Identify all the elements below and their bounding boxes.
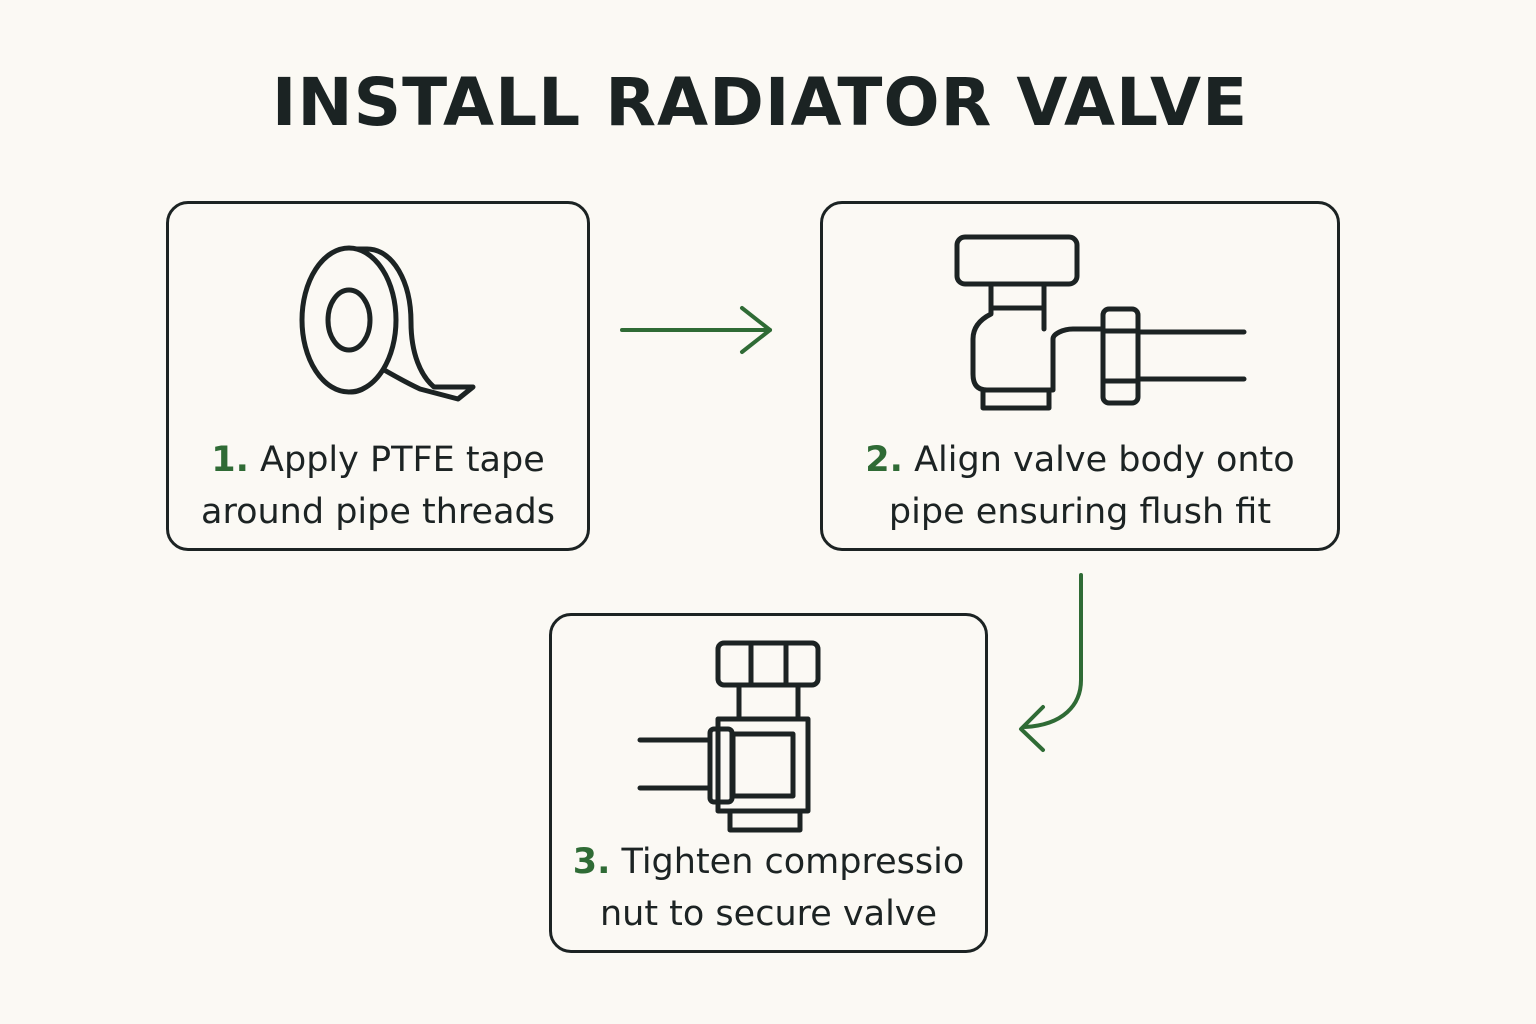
- step-2-line-1: 2. Align valve body onto: [823, 434, 1337, 486]
- step-card-1: 1. Apply PTFE tape around pipe threads: [166, 201, 590, 551]
- page-title: INSTALL RADIATOR VALVE: [271, 64, 1249, 141]
- step-1-text-1: Apply PTFE tape: [260, 440, 545, 480]
- arrow-right-icon: [620, 306, 772, 354]
- step-card-3: 3. Tighten compressio nut to secure valv…: [549, 613, 988, 953]
- ptfe-tape-roll-icon: [299, 245, 476, 402]
- step-2-number: 2.: [865, 440, 903, 480]
- step-1-text-2: around pipe threads: [201, 492, 555, 532]
- step-card-2: 2. Align valve body onto pipe ensuring f…: [820, 201, 1340, 551]
- step-3-text-2: nut to secure valve: [599, 894, 938, 934]
- compression-nut-valve-icon: [637, 640, 821, 833]
- step-2-caption: 2. Align valve body onto pipe ensuring f…: [823, 434, 1337, 538]
- step-3-text-1: Tighten compressio: [621, 842, 965, 882]
- step-3-number: 3.: [572, 842, 611, 882]
- step-1-caption: 1. Apply PTFE tape around pipe threads: [169, 434, 587, 538]
- step-3-caption: 3. Tighten compressio nut to secure valv…: [552, 836, 985, 940]
- step-2-text-2: pipe ensuring flush fit: [888, 492, 1272, 532]
- step-2-text-1: Align valve body onto: [914, 440, 1295, 480]
- step-1-number: 1.: [211, 440, 249, 480]
- step-3-line-1: 3. Tighten compressio: [552, 836, 985, 888]
- step-1-line-1: 1. Apply PTFE tape: [169, 434, 587, 486]
- curved-arrow-down-left-icon: [1019, 573, 1083, 752]
- valve-body-pipe-icon: [954, 234, 1247, 411]
